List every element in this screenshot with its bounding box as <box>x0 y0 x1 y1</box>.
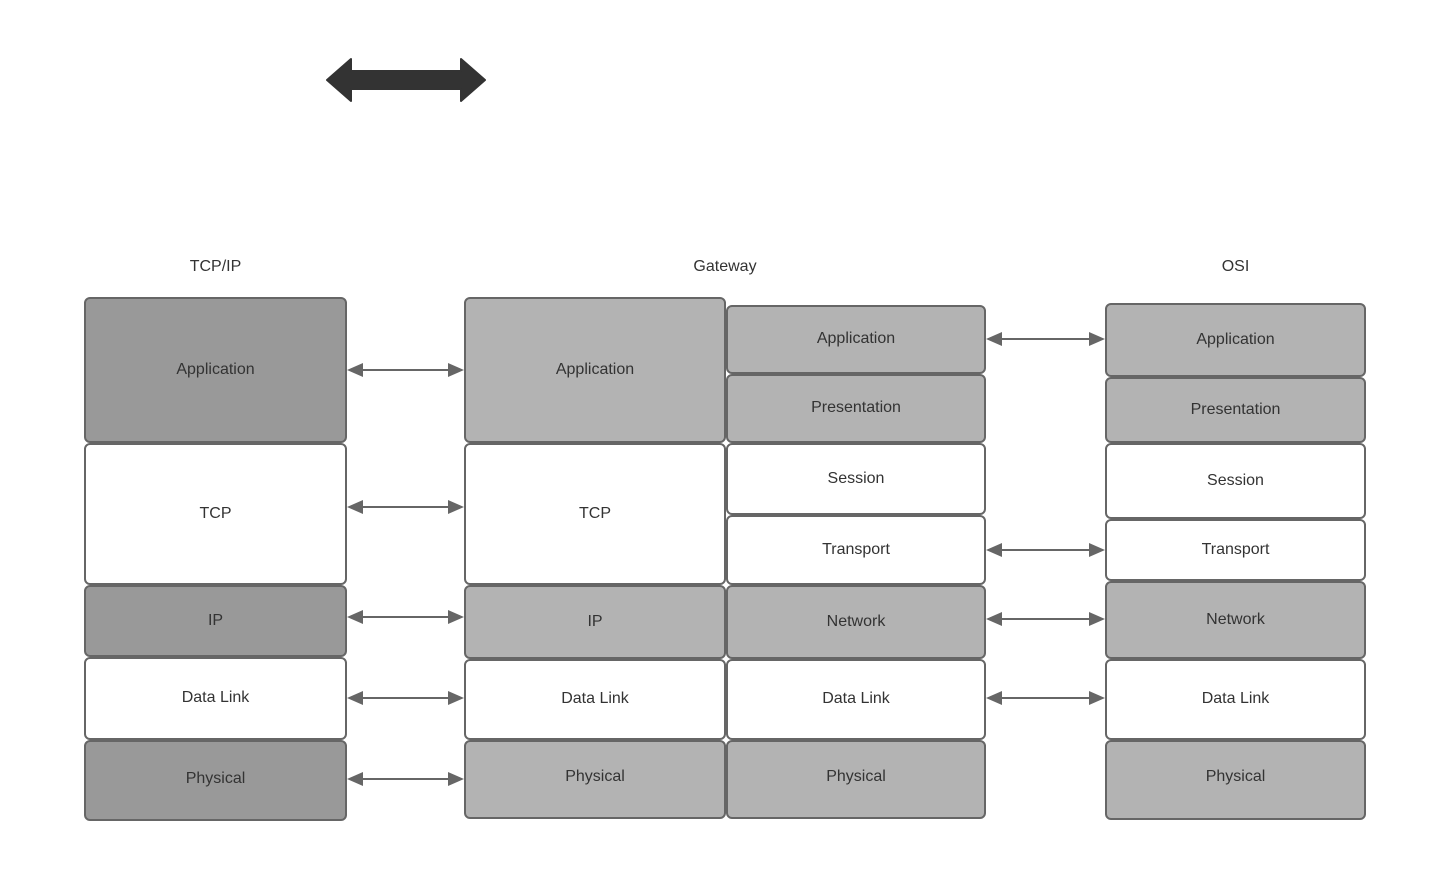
gateway-left-layer-data-link: Data Link <box>464 659 726 740</box>
connector-gateway-osi-application <box>986 328 1105 350</box>
gateway-left-layer-ip: IP <box>464 585 726 659</box>
gateway-right-layer-session: Session <box>726 443 986 515</box>
gateway-right-layer-transport: Transport <box>726 515 986 585</box>
connector-gateway-osi-transport <box>986 539 1105 561</box>
osi-layer-data-link: Data Link <box>1105 659 1366 740</box>
connector-gateway-osi-network <box>986 608 1105 630</box>
gateway-right-layer-presentation: Presentation <box>726 374 986 443</box>
connector-tcpip-gateway-physical <box>347 768 464 790</box>
connector-tcpip-gateway-data-link <box>347 687 464 709</box>
connector-tcpip-gateway-ip <box>347 606 464 628</box>
tcpip-layer-data-link: Data Link <box>84 657 347 740</box>
tcpip-layer-application: Application <box>84 297 347 443</box>
osi-layer-transport: Transport <box>1105 519 1366 581</box>
gateway-right-layer-application: Application <box>726 305 986 374</box>
tcpip-layer-ip: IP <box>84 585 347 657</box>
osi-layer-presentation: Presentation <box>1105 377 1366 443</box>
gateway-right-layer-data-link: Data Link <box>726 659 986 740</box>
gateway-right-layer-network: Network <box>726 585 986 659</box>
osi-layer-physical: Physical <box>1105 740 1366 820</box>
tcpip-layer-physical: Physical <box>84 740 347 821</box>
connector-gateway-osi-data-link <box>986 687 1105 709</box>
tcpip-layer-tcp: TCP <box>84 443 347 585</box>
connector-tcpip-gateway-tcp <box>347 496 464 518</box>
osi-layer-session: Session <box>1105 443 1366 519</box>
gateway-left-layer-physical: Physical <box>464 740 726 819</box>
gateway-left-layer-tcp: TCP <box>464 443 726 585</box>
connector-tcpip-gateway-application <box>347 359 464 381</box>
column-title-tcpip: TCP/IP <box>189 258 242 275</box>
column-title-osi: OSI <box>1221 258 1250 275</box>
column-title-gateway: Gateway <box>693 258 757 275</box>
gateway-left-layer-application: Application <box>464 297 726 443</box>
osi-layer-network: Network <box>1105 581 1366 659</box>
double-headed-arrow-icon <box>325 55 487 105</box>
gateway-right-layer-physical: Physical <box>726 740 986 819</box>
osi-layer-application: Application <box>1105 303 1366 377</box>
